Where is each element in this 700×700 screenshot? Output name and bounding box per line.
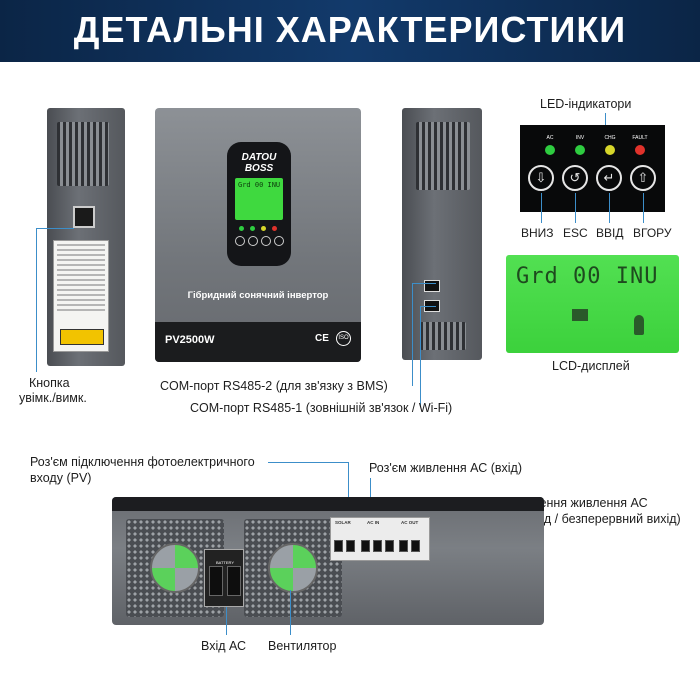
product-name: Гібридний сонячний інвертор: [187, 290, 329, 301]
page-title: ДЕТАЛЬНІ ХАРАКТЕРИСТИКИ: [73, 9, 627, 50]
mini-button-down: [235, 236, 245, 246]
ac-in-caption: Роз'єм живлення АС (вхід): [369, 461, 523, 475]
terminal-acin-1: [361, 540, 370, 552]
ac-in-label: AC IN: [367, 520, 380, 525]
mini-led-ac: [239, 226, 244, 231]
rs485-port-2: [424, 280, 440, 292]
inverter-front-view: DATOU BOSS Grd 00 INU Гібридний сонячний…: [155, 108, 361, 362]
led-indicators-caption: LED-індикатори: [540, 97, 632, 111]
led-fault: [635, 145, 645, 155]
ac-input-caption: Вхід АС: [201, 639, 247, 653]
lcd-display-zoom: Grd 00 INU: [506, 255, 679, 353]
lcd-display-text: Grd 00 INU: [516, 264, 659, 289]
power-switch: [73, 206, 95, 228]
battery-positive-terminal: [227, 566, 241, 596]
model-label: PV2500W: [165, 334, 215, 346]
pv-input-caption-1: Роз'єм підключення фотоелектричного: [30, 455, 255, 469]
terminal-acin-2: [373, 540, 382, 552]
led-label-chg: CHG: [604, 135, 616, 141]
fan-icon: [150, 543, 200, 593]
lcd-display-caption: LCD-дисплей: [552, 359, 630, 373]
left-side-view: [47, 108, 125, 366]
ce-mark: CE: [315, 333, 329, 344]
key-esc-caption: ESC: [563, 226, 588, 240]
esc-key-icon: ↺: [562, 165, 588, 191]
mini-button-esc: [248, 236, 258, 246]
com-port-1-caption: COM-порт RS485-1 (зовнішній зв'язок / Wi…: [190, 401, 453, 415]
led-chg: [605, 145, 615, 155]
led-label-inv: INV: [575, 135, 585, 141]
bottom-top-edge: [112, 497, 544, 511]
com1-pointer-h: [420, 306, 436, 307]
enter-key-icon: ↵: [596, 165, 622, 191]
mini-led-chg: [261, 226, 266, 231]
com1-pointer-v: [420, 306, 421, 406]
front-bottom-bar: PV2500W CE ISO: [155, 322, 361, 362]
battery-label: BATTERY: [215, 560, 235, 565]
down-key-icon: ⇩: [528, 165, 554, 191]
pv-input-caption-2: входу (PV): [30, 471, 92, 485]
mini-led-fault: [272, 226, 277, 231]
key-pointer-2: [575, 193, 576, 223]
com2-pointer-v: [412, 283, 413, 386]
terminal-acout-2: [411, 540, 420, 552]
key-pointer-1: [541, 193, 542, 223]
brand-logo-line1: DATOU: [241, 152, 277, 163]
battery-terminal-block: BATTERY: [204, 549, 244, 607]
right-side-view: [402, 108, 482, 360]
fan-grille-right: [244, 519, 342, 617]
ac-out-label: AC OUT: [401, 520, 419, 525]
fan-caption: Вентилятор: [268, 639, 337, 653]
terminal-acin-3: [385, 540, 394, 552]
fan-pointer-v: [290, 590, 291, 635]
title-banner: ДЕТАЛЬНІ ХАРАКТЕРИСТИКИ: [0, 0, 700, 62]
led-ac: [545, 145, 555, 155]
key-pointer-4: [643, 193, 644, 223]
key-down-caption: ВНИЗ: [521, 226, 554, 240]
led-label-fault: FAULT: [632, 135, 648, 141]
led-inv: [575, 145, 585, 155]
up-key-icon: ⇧: [630, 165, 656, 191]
pv-pointer-h: [268, 462, 348, 463]
pv-pointer-v: [348, 462, 349, 522]
lcd-solar-icon: [572, 309, 588, 321]
right-side-grille-bottom: [420, 322, 466, 350]
mini-lcd-text: Grd 00 INU: [238, 181, 281, 189]
com-port-2-caption: COM-порт RS485-2 (для зв'язку з BMS): [160, 379, 388, 393]
spec-sticker: [53, 240, 109, 352]
right-side-grille: [416, 122, 470, 190]
led-label-ac: AC: [546, 135, 554, 141]
left-side-grille: [57, 122, 109, 186]
battery-negative-terminal: [209, 566, 223, 596]
mini-button-enter: [261, 236, 271, 246]
brand-logo-line2: BOSS: [244, 163, 274, 174]
power-button-caption-2: увімк./вимк.: [19, 391, 87, 405]
power-button-caption-1: Кнопка: [29, 376, 70, 390]
solar-label: SOLAR: [335, 520, 351, 525]
fan-icon: [268, 543, 318, 593]
inverter-bottom-view: BATTERY SOLAR AC IN AC OUT: [112, 497, 544, 625]
terminal-acout-1: [399, 540, 408, 552]
control-panel: DATOU BOSS Grd 00 INU: [227, 142, 291, 266]
terminal-pv-positive: [334, 540, 343, 552]
mini-button-up: [274, 236, 284, 246]
power-pointer-v: [36, 228, 37, 372]
led-panel-zoom: AC INV CHG FAULT ⇩ ↺ ↵ ⇧: [520, 125, 665, 212]
com2-pointer-h: [412, 283, 436, 284]
key-pointer-3: [609, 193, 610, 223]
mini-lcd-screen: Grd 00 INU: [235, 178, 283, 220]
terminal-pv-negative: [346, 540, 355, 552]
warning-label: [60, 329, 104, 345]
mini-led-inv: [250, 226, 255, 231]
lcd-bulb-icon: [634, 315, 644, 335]
power-pointer-h: [36, 228, 74, 229]
terminal-strip: SOLAR AC IN AC OUT: [330, 517, 430, 561]
acinput-pointer-v: [226, 607, 227, 635]
iso-mark: ISO: [336, 331, 351, 346]
key-enter-caption: ВВІД: [596, 226, 624, 240]
key-up-caption: ВГОРУ: [633, 226, 672, 240]
